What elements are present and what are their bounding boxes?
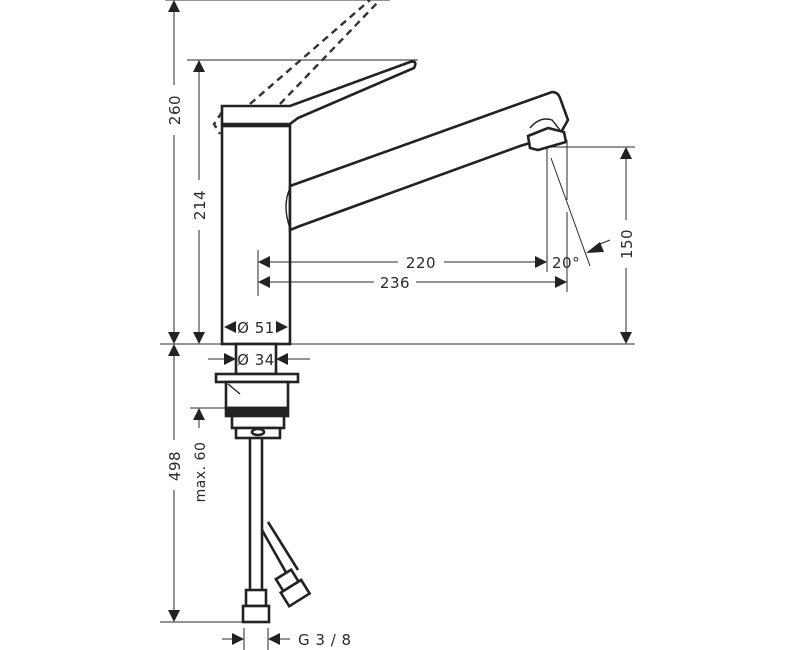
dim-angle bbox=[550, 157, 611, 267]
dim-214 bbox=[193, 60, 205, 344]
faucet-body bbox=[220, 124, 292, 346]
supply-hoses bbox=[241, 438, 312, 624]
hose-nut-straight bbox=[241, 604, 271, 624]
lever-open-position-outline bbox=[212, 0, 381, 135]
mounting-housing bbox=[224, 380, 290, 410]
label-spout-angle: 20° bbox=[552, 254, 580, 272]
dim-body-diameter bbox=[224, 321, 288, 333]
label-outlet-height: 150 bbox=[618, 229, 636, 259]
dim-220 bbox=[257, 148, 548, 296]
label-body-height: 214 bbox=[191, 190, 209, 220]
dim-150 bbox=[620, 147, 632, 344]
dim-236 bbox=[258, 140, 568, 292]
dim-498 bbox=[168, 344, 180, 622]
hose-connector-straight bbox=[244, 588, 268, 608]
label-total-height: 260 bbox=[166, 95, 184, 125]
label-connection-thread: G 3 / 8 bbox=[298, 631, 352, 649]
hose-nut-angled bbox=[278, 578, 312, 609]
aerator bbox=[526, 126, 568, 152]
label-reach-total: 236 bbox=[380, 274, 410, 292]
dim-shank-diameter bbox=[208, 353, 310, 365]
label-reach-outlet: 220 bbox=[406, 254, 436, 272]
label-shank-diameter: Ø 34 bbox=[237, 351, 275, 369]
label-max-deck-thickness: max. 60 bbox=[193, 442, 209, 503]
locking-ring bbox=[230, 414, 286, 430]
dim-max-60 bbox=[193, 408, 205, 428]
fixing-screw bbox=[250, 427, 266, 437]
dim-connection bbox=[222, 628, 290, 650]
lever-handle bbox=[220, 60, 417, 126]
label-body-diameter: Ø 51 bbox=[237, 319, 275, 337]
dim-260 bbox=[168, 0, 180, 344]
spout bbox=[288, 90, 570, 232]
shank bbox=[234, 342, 278, 376]
label-below-deck-length: 498 bbox=[166, 451, 184, 481]
